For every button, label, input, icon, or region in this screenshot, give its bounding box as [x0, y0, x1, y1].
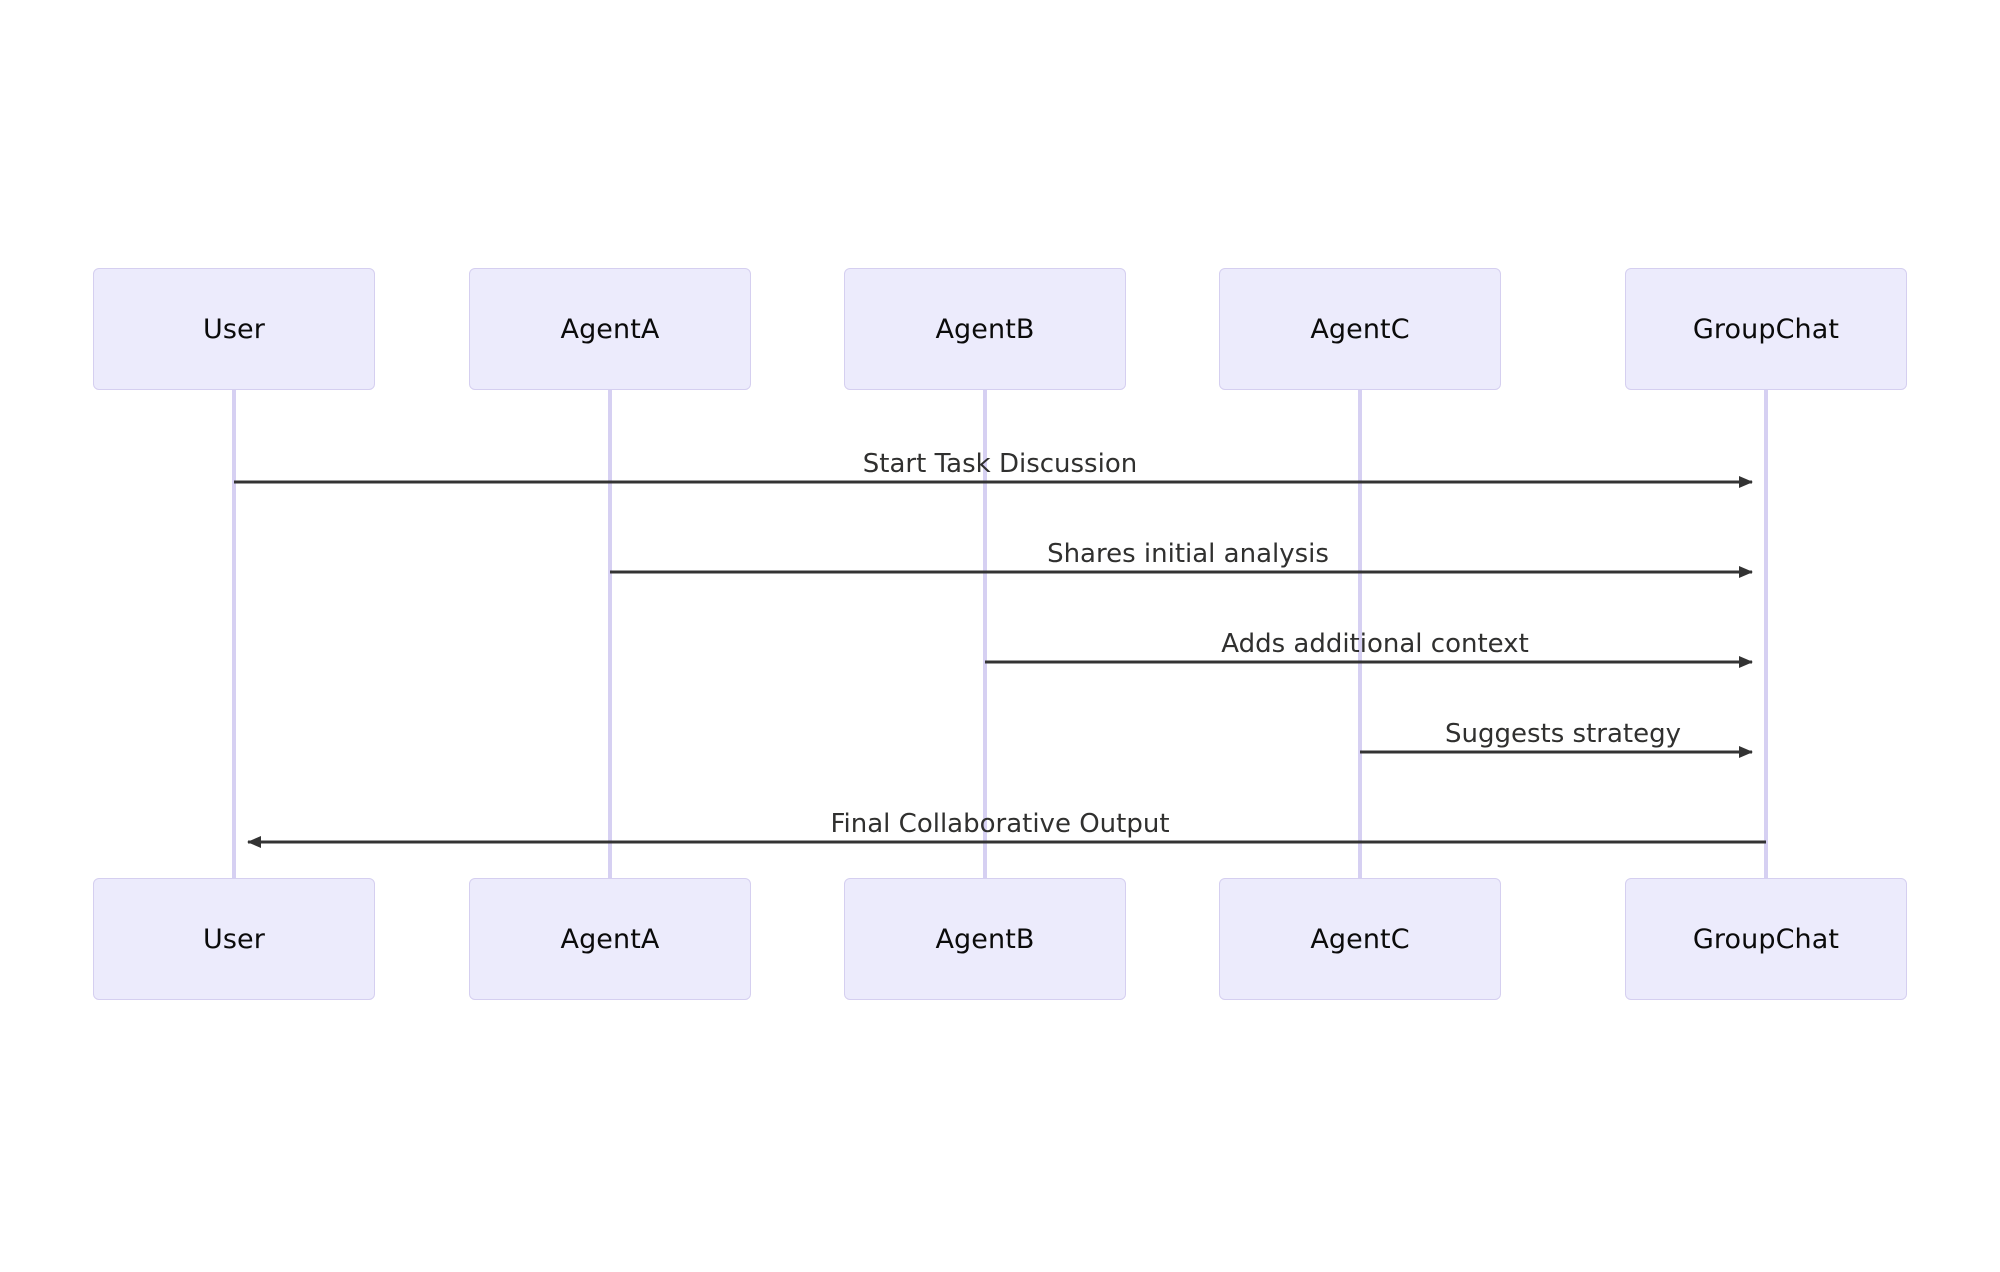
- actor-label-agentc: AgentC: [1310, 313, 1410, 345]
- actor-box-agentb-bottom[interactable]: AgentB: [844, 878, 1126, 1000]
- actor-box-agentb-top[interactable]: AgentB: [844, 268, 1126, 390]
- actor-label-groupchat: GroupChat: [1692, 923, 1840, 955]
- actor-box-groupchat-top[interactable]: GroupChat: [1625, 268, 1907, 390]
- lifeline-agenta: [608, 390, 612, 878]
- actor-label-agentb: AgentB: [935, 313, 1035, 345]
- actor-label-agenta: AgentA: [560, 313, 660, 345]
- message-label-4: Suggests strategy: [1445, 719, 1681, 749]
- lifeline-groupchat: [1764, 390, 1768, 878]
- message-label-1: Start Task Discussion: [862, 449, 1138, 479]
- actor-box-user-bottom[interactable]: User: [93, 878, 375, 1000]
- message-label-3: Adds additional context: [1221, 629, 1529, 659]
- actor-label-agentc: AgentC: [1310, 923, 1410, 955]
- lifeline-agentc: [1358, 390, 1362, 878]
- message-arrows-layer: [234, 476, 1766, 848]
- actor-label-groupchat: GroupChat: [1692, 313, 1840, 345]
- lifeline-agentb: [983, 390, 987, 878]
- message-label-2: Shares initial analysis: [1047, 539, 1329, 569]
- actor-box-agenta-top[interactable]: AgentA: [469, 268, 751, 390]
- actor-box-groupchat-bottom[interactable]: GroupChat: [1625, 878, 1907, 1000]
- actor-box-agenta-bottom[interactable]: AgentA: [469, 878, 751, 1000]
- actor-box-user-top[interactable]: User: [93, 268, 375, 390]
- actor-label-agenta: AgentA: [560, 923, 660, 955]
- actor-box-agentc-top[interactable]: AgentC: [1219, 268, 1501, 390]
- message-label-5: Final Collaborative Output: [830, 809, 1170, 839]
- actor-box-agentc-bottom[interactable]: AgentC: [1219, 878, 1501, 1000]
- lifelines-layer: [232, 390, 1768, 878]
- lifeline-user: [232, 390, 236, 878]
- actor-label-user: User: [203, 313, 265, 345]
- actor-label-user: User: [203, 923, 265, 955]
- actor-label-agentb: AgentB: [935, 923, 1035, 955]
